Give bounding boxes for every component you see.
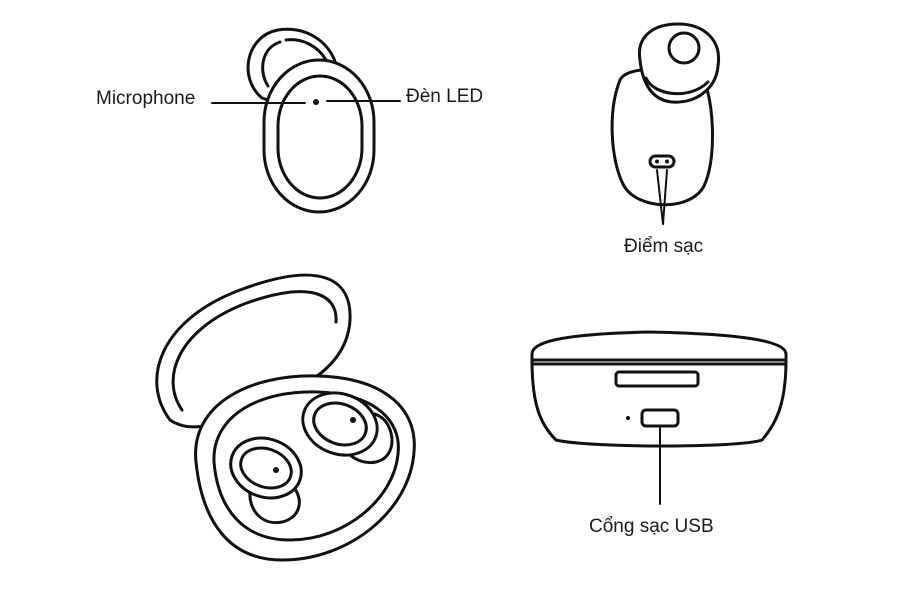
usb-port-label: Cổng sạc USB xyxy=(589,516,714,537)
led-label: Đèn LED xyxy=(406,86,484,107)
microphone-hole xyxy=(313,99,319,105)
earbud-side-illustration xyxy=(610,22,721,225)
usb-port xyxy=(640,408,680,428)
pins-leader-line-right xyxy=(662,169,668,225)
charging-pins xyxy=(648,154,676,169)
earbud-front-illustration xyxy=(211,27,401,214)
charging-pins-label: Điểm sạc xyxy=(624,236,704,257)
case-led-dot xyxy=(626,416,630,420)
microphone-label: Microphone xyxy=(96,88,196,109)
pins-leader-line-left xyxy=(656,169,664,225)
closed-case-illustration xyxy=(530,330,788,505)
open-case-illustration xyxy=(155,273,416,562)
